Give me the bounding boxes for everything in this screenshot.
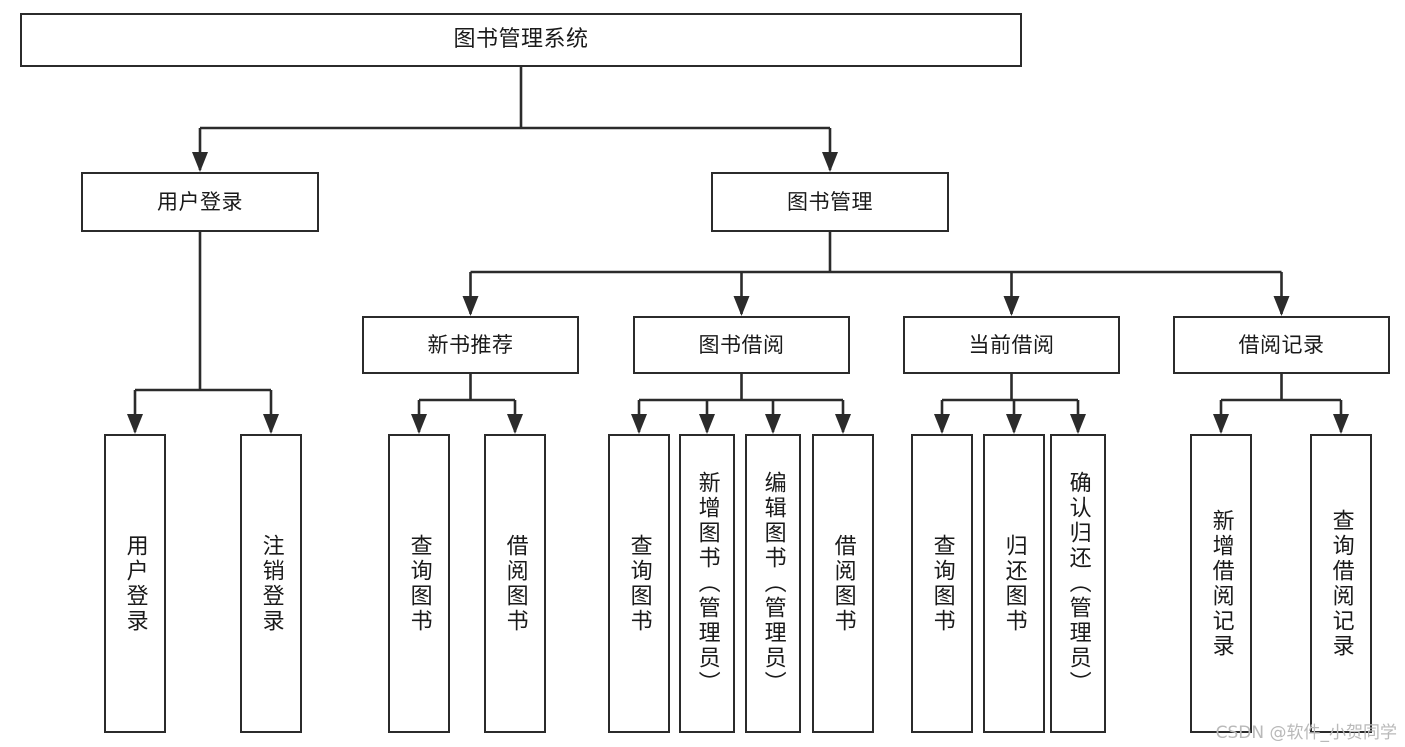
leaf-newrec-borrow-book[interactable]: 借阅图书 bbox=[484, 434, 546, 733]
node-book-management[interactable]: 图书管理 bbox=[711, 172, 949, 232]
node-label: 借阅记录 bbox=[1238, 332, 1325, 357]
node-label: 图书管理系统 bbox=[453, 27, 589, 53]
node-label: 用户登录 bbox=[157, 189, 243, 214]
leaf-record-query-borrow-record[interactable]: 查询借阅记录 bbox=[1310, 434, 1372, 733]
node-borrowing-records[interactable]: 借阅记录 bbox=[1173, 316, 1390, 374]
node-label: 归还图书 bbox=[1001, 533, 1027, 634]
node-label: 查询借阅记录 bbox=[1328, 508, 1354, 659]
node-user-login[interactable]: 用户登录 bbox=[81, 172, 319, 232]
leaf-record-add-borrow-record[interactable]: 新增借阅记录 bbox=[1190, 434, 1252, 733]
leaf-user-login[interactable]: 用户登录 bbox=[104, 434, 166, 733]
node-label: 借阅图书 bbox=[502, 533, 528, 634]
node-book-management-system[interactable]: 图书管理系统 bbox=[20, 13, 1022, 67]
node-current-borrowing[interactable]: 当前借阅 bbox=[903, 316, 1120, 374]
node-label: 确认归还（管理员） bbox=[1065, 471, 1091, 696]
node-label: 图书管理 bbox=[787, 189, 873, 214]
node-label: 图书借阅 bbox=[698, 332, 785, 357]
node-label: 新书推荐 bbox=[427, 332, 514, 357]
node-new-book-recommendation[interactable]: 新书推荐 bbox=[362, 316, 579, 374]
leaf-borrow-query-book[interactable]: 查询图书 bbox=[608, 434, 670, 733]
node-label: 查询图书 bbox=[929, 533, 955, 634]
watermark-text: CSDN @软件_小贺同学 bbox=[1215, 723, 1397, 743]
node-label: 用户登录 bbox=[122, 533, 148, 634]
node-label: 新增借阅记录 bbox=[1208, 508, 1234, 659]
node-label: 借阅图书 bbox=[830, 533, 856, 634]
node-label: 注销登录 bbox=[258, 533, 284, 634]
node-label: 当前借阅 bbox=[968, 332, 1055, 357]
node-book-borrowing[interactable]: 图书借阅 bbox=[633, 316, 850, 374]
leaf-current-return-book[interactable]: 归还图书 bbox=[983, 434, 1045, 733]
leaf-borrow-edit-book-admin[interactable]: 编辑图书（管理员） bbox=[745, 434, 801, 733]
node-label: 新增图书（管理员） bbox=[694, 471, 720, 696]
leaf-current-confirm-return-admin[interactable]: 确认归还（管理员） bbox=[1050, 434, 1106, 733]
leaf-current-query-book[interactable]: 查询图书 bbox=[911, 434, 973, 733]
leaf-borrow-borrow-book[interactable]: 借阅图书 bbox=[812, 434, 874, 733]
leaf-newrec-query-book[interactable]: 查询图书 bbox=[388, 434, 450, 733]
leaf-borrow-add-book-admin[interactable]: 新增图书（管理员） bbox=[679, 434, 735, 733]
node-label: 查询图书 bbox=[626, 533, 652, 634]
node-label: 查询图书 bbox=[406, 533, 432, 634]
node-label: 编辑图书（管理员） bbox=[760, 471, 786, 696]
leaf-user-logout[interactable]: 注销登录 bbox=[240, 434, 302, 733]
